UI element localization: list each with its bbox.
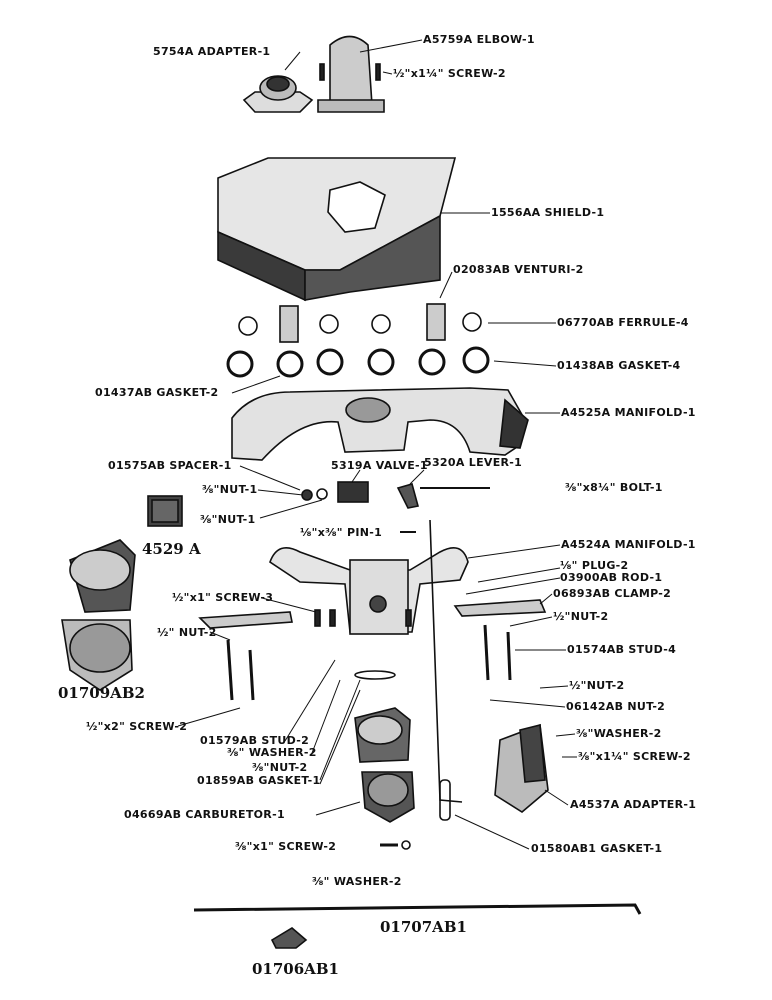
leader-lines <box>177 39 577 850</box>
label-screw-half-1q: ½"x1¼" SCREW-2 <box>393 67 506 80</box>
label-nut-38-a: ⅜"NUT-1 <box>202 483 258 496</box>
label-nut-half-c: ½"NUT-2 <box>569 679 625 692</box>
label-gasket-01580: 01580AB1 GASKET-1 <box>531 842 663 855</box>
label-spacer: 01575AB SPACER-1 <box>108 459 232 472</box>
ferrules-row <box>238 303 482 343</box>
screw-part <box>329 609 336 627</box>
carburetor-04669ab-part <box>354 707 415 823</box>
label-clamp: 06893AB CLAMP-2 <box>553 587 672 600</box>
clamp-part <box>198 611 293 629</box>
label-shield: 1556AA SHIELD-1 <box>491 206 605 219</box>
clamp-part <box>453 599 547 617</box>
label-washer-38-c: ⅜" WASHER-2 <box>312 875 402 888</box>
label-nut-half-a: ½" NUT-2 <box>157 626 217 639</box>
gaskets-row <box>226 346 490 378</box>
label-screw-38-1q: ⅜"x1¼" SCREW-2 <box>578 750 691 763</box>
label-washer-38-a: ⅜" WASHER-2 <box>227 746 317 759</box>
part-01706ab1-shape <box>270 927 308 949</box>
label-screw-38-1: ⅜"x1" SCREW-2 <box>235 840 337 853</box>
label-nut-38-c: ⅜"NUT-2 <box>252 761 308 774</box>
label-gasket-01438: 01438AB GASKET-4 <box>557 359 681 372</box>
label-manifold-a4524a: A4524A MANIFOLD-1 <box>561 538 696 551</box>
manifold-a4525a-part <box>231 387 529 461</box>
label-elbow-a5759a: A5759A ELBOW-1 <box>423 33 535 46</box>
label-adapter-5754a: 5754A ADAPTER-1 <box>153 45 271 58</box>
elbow-a5759a-part <box>317 35 385 113</box>
carburetor-01709ab2-part <box>61 539 136 691</box>
screw-part <box>319 63 325 81</box>
shield-part <box>217 157 457 302</box>
stud-part <box>248 649 255 701</box>
label-plug: ⅛" PLUG-2 <box>560 559 629 572</box>
bar-01707ab1-part <box>193 903 642 915</box>
label-pin: ⅛"x⅜" PIN-1 <box>300 526 383 539</box>
label-lever: 5320A LEVER-1 <box>424 456 523 469</box>
label-screw-half-2: ½"x2" SCREW-2 <box>86 720 188 733</box>
adapter-a4537a-part <box>494 723 549 813</box>
part-number-4529a: 4529 A <box>142 540 201 558</box>
screw-part <box>314 609 321 627</box>
label-carburetor: 04669AB CARBURETOR-1 <box>124 808 285 821</box>
stud-part <box>483 624 490 681</box>
washer-part <box>401 840 411 850</box>
label-rod: 03900AB ROD-1 <box>560 571 663 584</box>
gasket-01859-part <box>354 670 396 680</box>
stud-part <box>226 639 234 701</box>
part-4529a-box <box>147 495 183 527</box>
label-stud-01574: 01574AB STUD-4 <box>567 643 677 656</box>
label-venturi: 02083AB VENTURI-2 <box>453 263 584 276</box>
label-valve: 5319A VALVE-1 <box>331 459 428 472</box>
part-number-01709ab2: 01709AB2 <box>58 684 145 702</box>
nut-part <box>301 489 313 501</box>
label-screw-half-1: ½"x1" SCREW-3 <box>172 591 274 604</box>
gasket-01580-part <box>439 779 451 821</box>
label-manifold-a4525a: A4525A MANIFOLD-1 <box>561 406 696 419</box>
manifold-a4524a-part <box>269 546 469 635</box>
screw-part <box>405 609 412 627</box>
part-number-01706ab1: 01706AB1 <box>252 960 339 978</box>
stud-part <box>506 631 512 681</box>
label-gasket-01437: 01437AB GASKET-2 <box>95 386 219 399</box>
valve-part <box>337 481 369 503</box>
adapter-5754a-part <box>242 75 314 113</box>
label-gasket-01859: 01859AB GASKET-1 <box>197 774 321 787</box>
label-bolt: ⅜"x8¼" BOLT-1 <box>565 481 663 494</box>
label-washer-38-b: ⅜"WASHER-2 <box>576 727 662 740</box>
label-ferrule: 06770AB FERRULE-4 <box>557 316 689 329</box>
label-nut-half-b: ½"NUT-2 <box>553 610 609 623</box>
lever-part <box>396 483 419 509</box>
part-number-01707ab1: 01707AB1 <box>380 918 467 936</box>
label-adapter-a4537a: A4537A ADAPTER-1 <box>570 798 697 811</box>
spacer-part <box>316 488 328 500</box>
label-stud-01579: 01579AB STUD-2 <box>200 734 310 747</box>
label-nut-38-b: ⅜"NUT-1 <box>200 513 256 526</box>
screw-part <box>375 63 381 81</box>
label-nut-06142: 06142AB NUT-2 <box>566 700 666 713</box>
